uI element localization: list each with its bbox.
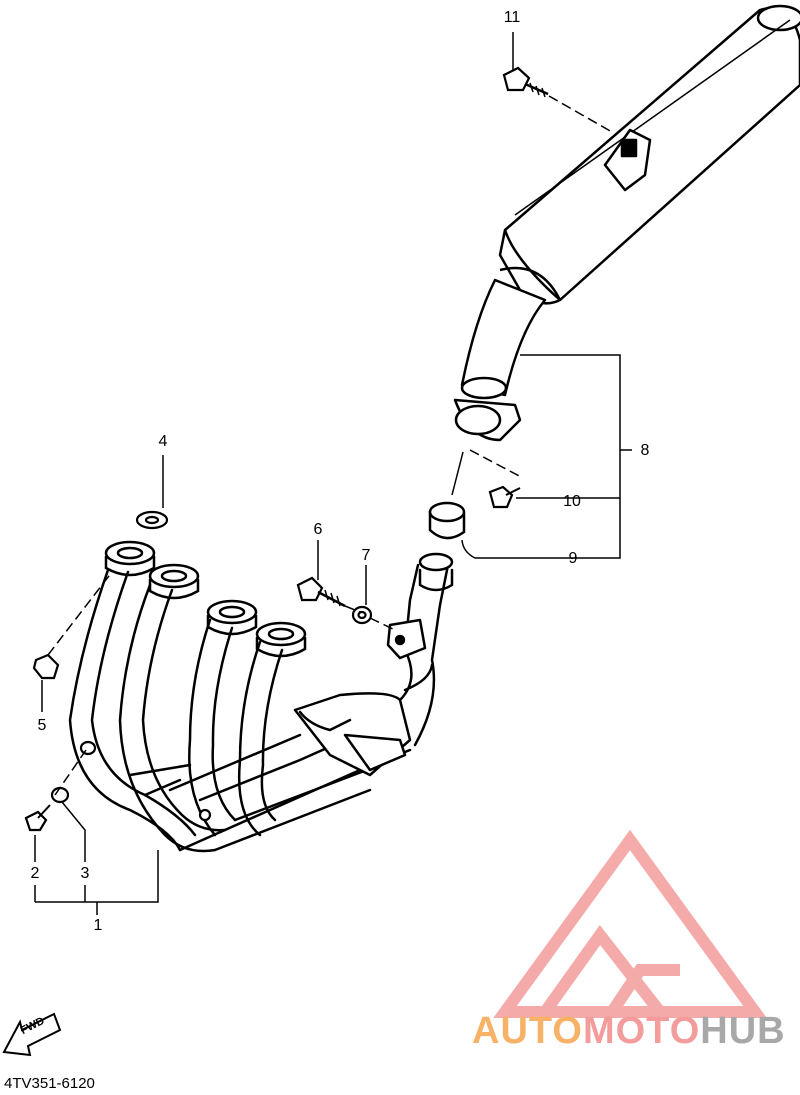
leader-lines (34, 32, 632, 915)
callout-11: 11 (503, 9, 521, 26)
watermark-text: AUTOMOTOHUB (472, 1010, 786, 1053)
callout-8: 8 (640, 442, 650, 459)
diagram-code: 4TV351-6120 (4, 1075, 95, 1092)
callout-5: 5 (37, 717, 47, 734)
callout-9: 9 (568, 550, 578, 567)
forward-arrow-icon (2, 1012, 62, 1057)
exhaust-headers (68, 552, 454, 853)
hardware-parts (24, 66, 549, 832)
gasket (428, 501, 466, 540)
callout-1: 1 (93, 917, 103, 934)
header-flanges (104, 540, 307, 658)
muffler (453, 4, 800, 442)
watermark-moto: MOTO (582, 1010, 701, 1052)
callout-7: 7 (361, 547, 371, 564)
callout-10: 10 (563, 493, 581, 510)
watermark-hub: HUB (700, 1010, 786, 1052)
watermark-auto: AUTO (472, 1010, 583, 1052)
callout-6: 6 (313, 521, 323, 538)
watermark-logo-icon (493, 829, 767, 1018)
callout-4: 4 (158, 433, 168, 450)
alignment-lines (47, 95, 613, 796)
callout-3: 3 (80, 865, 90, 882)
callout-2: 2 (30, 865, 40, 882)
